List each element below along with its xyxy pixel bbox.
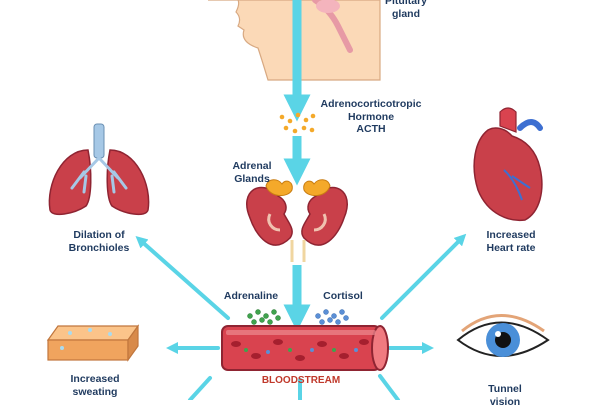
effect-arrows (135, 233, 467, 400)
kidney-illustration (246, 186, 348, 246)
heart-rate-label: Increased Heart rate (486, 229, 536, 254)
cortisol-label: Cortisol (323, 290, 363, 302)
acth-dots (279, 112, 316, 134)
adrenal-gland-illustration (265, 179, 331, 196)
heart-illustration (473, 107, 543, 222)
pituitary-gland-label: Pituitary gland (384, 0, 427, 20)
blood-vessel-illustration (221, 325, 389, 371)
eye-illustration (456, 314, 550, 357)
adrenaline-label: Adrenaline (223, 290, 279, 302)
lungs-illustration (48, 123, 150, 216)
adrenal-glands-label: Adrenal Glands (232, 160, 272, 185)
bloodstream-label: BLOODSTREAM (261, 375, 341, 386)
tunnel-vision-label: Tunnel vision (488, 383, 522, 408)
cortisol-dots (315, 309, 349, 325)
bronchioles-label: Dilation of Bronchioles (68, 229, 130, 254)
acth-hormone-label: Adrenocorticotropic Hormone ACTH (320, 98, 422, 135)
skin-block-illustration (46, 324, 140, 362)
adrenaline-dots (247, 309, 281, 325)
sweating-label: Increased sweating (70, 373, 120, 398)
